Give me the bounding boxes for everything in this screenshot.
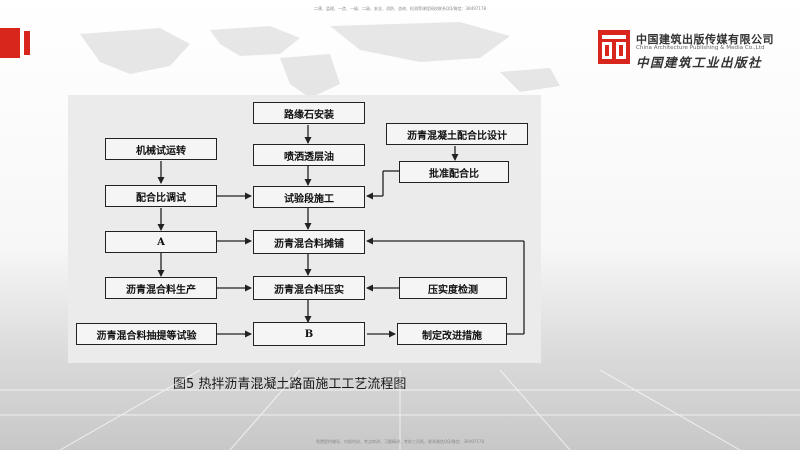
flowchart-connectors [157,125,525,338]
node-approve-mix: 批准配合比 [399,161,509,183]
footer-promo-text: 免费提供辅导、内部内训、考点串讲、习题精讲、考前三页纸，联系微信QQ/微信：38… [315,439,484,444]
node-improvement: 制定改进措施 [397,323,507,345]
world-map-watermark [80,22,560,98]
flowchart-figure: 路缘石安装 机械试运转 喷洒透层油 沥青混凝土配合比设计 批准配合比 配合比调试… [68,95,541,363]
node-a: A [105,231,217,253]
node-machine-test: 机械试运转 [105,138,217,160]
node-production: 沥青混合料生产 [105,277,217,299]
figure-caption: 图5 热拌沥青混凝土路面施工工艺流程图 [173,377,407,392]
publisher-logo: 中国建筑出版传媒有限公司 China Architecture Publishi… [598,30,798,70]
node-density-test: 压实度检测 [399,277,507,299]
node-prime-coat: 喷洒透层油 [253,144,365,166]
publisher-name-cn: 中国建筑出版传媒有限公司 [636,33,774,46]
node-b: B [253,322,365,346]
header-promo-text: 二建、监理、一造、一级、二级、安全、消防、咨询、检测等课程网校联系QQ/微信：3… [313,6,486,11]
publisher-emblem-icon [598,30,630,64]
node-trial-section: 试验段施工 [253,186,365,208]
node-paving: 沥青混合料摊铺 [253,230,365,254]
publisher-name-calligraphy: 中国建筑工业出版社 [636,55,763,70]
node-mix-adjust: 配合比调试 [105,185,217,207]
accent-red-stripe [24,31,30,55]
node-mix-design: 沥青混凝土配合比设计 [386,123,528,145]
floor-tiles-decoration [0,370,800,450]
node-sampling-test: 沥青混合料抽提等试验 [76,323,217,345]
publisher-name-en: China Architecture Publishing & Media Co… [636,45,765,51]
node-curb-install: 路缘石安装 [253,102,365,124]
accent-red-bar [0,28,20,58]
node-compaction: 沥青混合料压实 [253,276,365,300]
